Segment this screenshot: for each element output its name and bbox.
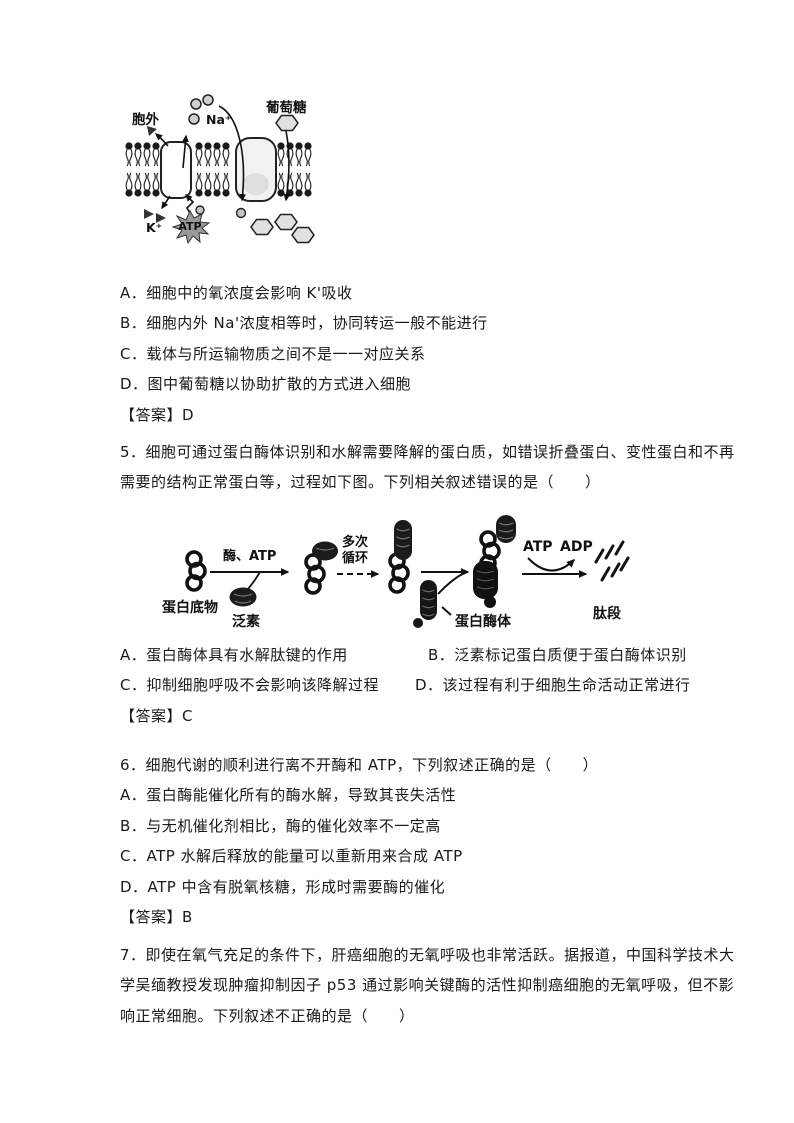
sodium-potassium-pump [160,141,192,199]
ubiquitin-texture [233,593,253,604]
q5-stem-line1: 5．细胞可通过蛋白酶体识别和水解需要降解的蛋白质，如错误折叠蛋白、变性蛋白和不再 [120,442,735,461]
peptides-label: 肽段 [593,605,621,622]
protein-substrate-coil [185,550,207,592]
ubiquitin-oval [229,587,257,607]
na-ion-label: Na⁺ [206,112,232,127]
proteasome-label: 蛋白酶体 [455,613,512,630]
enzyme-atp-label: 酶、ATP [223,548,276,564]
barrel-cap-blob [413,618,423,628]
carrier-shading [243,173,269,195]
question7-stem: 7．即使在氧气充足的条件下，肝癌细胞的无氧呼吸也非常活跃。据报道，中国科学技术大… [120,939,735,1031]
peptide-fragments [594,540,630,582]
q7-stem-line2: 学吴缅教授发现肿瘤抑制因子 p53 通过影响关键酶的活性抑制癌细胞的无氧呼吸，但… [120,976,735,995]
ubiquitin-branch-line [247,571,261,590]
ubiquitin-label: 泛素 [232,613,260,630]
polyubiquitin-chain [394,520,412,560]
q5-stem-line2: 需要的结构正常蛋白等，过程如下图。下列相关叙述错误的是（ ） [120,473,601,492]
q7-stem-line1: 7．即使在氧气充足的条件下，肝癌细胞的无氧呼吸也非常活跃。据报道，中国科学技术大 [120,945,735,964]
q4-answer: 【答案】D [120,405,195,424]
attached-ubiquitin-oval [312,541,338,561]
q4-option-d: D．图中葡萄糖以协助扩散的方式进入细胞 [120,375,412,394]
atp-adp-curve-arrow [527,557,576,572]
q6-option-c: C．ATP 水解后释放的能量可以重新用来合成 ATP [120,847,463,866]
question6: 6．细胞代谢的顺利进行离不开酶和 ATP，下列叙述正确的是（ ） A．蛋白酶能催… [120,749,598,932]
q5-option-d: D．该过程有利于细胞生命活动正常进行 [415,676,691,695]
membrane-transport-diagram: 胞外 Na⁺ 葡萄糖 K⁺ [124,94,315,245]
q5-answer: 【答案】C [120,706,193,725]
q5-option-a: A．蛋白酶体具有水解肽键的作用 [120,645,348,664]
transport-arrows [154,105,291,216]
na-ions [188,94,214,125]
proteasome-degradation-diagram: 蛋白底物 酶、ATP 泛素 多次 循环 蛋白酶体 [162,515,630,630]
q6-option-d: D．ATP 中含有脱氧核糖，形成时需要酶的催化 [120,877,446,896]
question4-options: A．细胞中的氧浓度会影响 K'吸收 B．细胞内外 Na'浓度相等时，协同转运一般… [120,277,488,430]
q6-answer: 【答案】B [120,908,193,927]
phosphate-dot [195,205,205,215]
proteasome-complex [473,515,516,608]
extracellular-label: 胞外 [131,111,159,128]
adp-label: ADP [560,539,593,555]
glucose-label: 葡萄糖 [265,99,307,116]
q4-option-a: A．细胞中的氧浓度会影响 K'吸收 [120,283,353,302]
attached-ubiquitin-texture [315,547,335,551]
tagged-substrate-coil [304,553,326,595]
substrate-label: 蛋白底物 [162,599,218,616]
phospholipid-bilayer [124,141,313,198]
q7-stem-line3: 响正常细胞。下列叙述不正确的是（ ） [120,1006,415,1025]
glucose-hexagons [250,114,315,244]
polyub-texture [396,528,410,548]
q6-option-a: A．蛋白酶能催化所有的酶水解，导致其丧失活性 [120,786,457,805]
k-ions [144,126,166,223]
q5-option-c: C．抑制细胞呼吸不会影响该降解过程 [120,676,379,695]
q4-option-b: B．细胞内外 Na'浓度相等时，协同转运一般不能进行 [120,314,488,333]
q4-option-c: C．载体与所运输物质之间不是一一对应关系 [120,344,426,363]
na-ion-inside [235,207,247,219]
barrel-texture [422,589,435,617]
cycles-label-line2: 循环 [342,550,368,566]
k-ion-label: K⁺ [146,220,162,235]
question5-options: A．蛋白酶体具有水解肽键的作用 B．泛素标记蛋白质便于蛋白酶体识别 C．抑制细胞… [120,639,691,731]
atp-label: ATP [523,539,553,555]
atp-label: ATP [178,220,201,233]
cycles-label-line1: 多次 [342,534,368,550]
q5-option-b: B．泛素标记蛋白质便于蛋白酶体识别 [428,645,687,664]
q6-option-b: B．与无机催化剂相比，酶的催化效率不一定高 [120,816,441,835]
atp-starburst: ATP [171,209,211,245]
q6-stem: 6．细胞代谢的顺利进行离不开酶和 ATP，下列叙述正确的是（ ） [120,755,599,774]
proteasome-branch-line [437,572,465,595]
question5-stem: 5．细胞可通过蛋白酶体识别和水解需要降解的蛋白质，如错误折叠蛋白、变性蛋白和不再… [120,436,735,497]
proteasome-pointer [441,606,452,616]
